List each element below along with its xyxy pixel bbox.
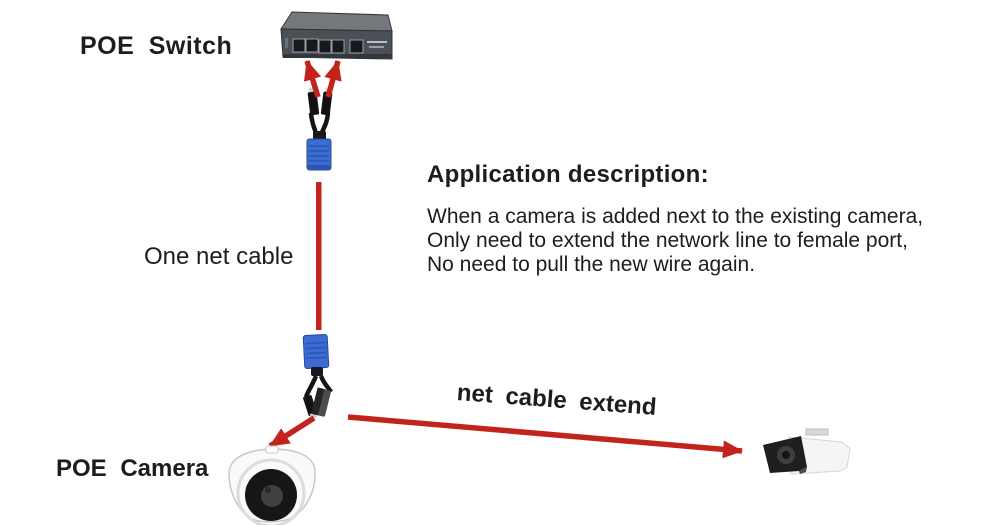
bullet-camera-image	[763, 428, 851, 475]
net-cable-line	[316, 182, 322, 330]
y-splitter-top-image	[306, 87, 333, 171]
application-description-line: When a camera is added next to the exist…	[427, 205, 924, 228]
red-arrow-to-bullet-camera	[347, 414, 743, 459]
one-net-cable-label: One net cable	[144, 243, 294, 270]
y-splitter-bottom-image	[302, 334, 333, 419]
application-description-text: When a camera is added next to the exist…	[427, 205, 923, 277]
switch-ports	[292, 38, 364, 54]
dome-camera-image	[228, 445, 316, 525]
red-arrow-to-dome-camera	[268, 415, 316, 449]
red-arrow-up-left	[303, 60, 322, 98]
poe-switch-label: POE Switch	[80, 32, 233, 60]
application-description-title: Application description:	[427, 161, 709, 188]
application-description-line: Only need to extend the network line to …	[427, 229, 908, 252]
poe-camera-label: POE Camera	[56, 455, 209, 482]
poe-switch-image	[280, 11, 393, 60]
red-arrow-up-right	[324, 60, 342, 98]
application-description-line: No need to pull the new wire again.	[427, 253, 756, 276]
